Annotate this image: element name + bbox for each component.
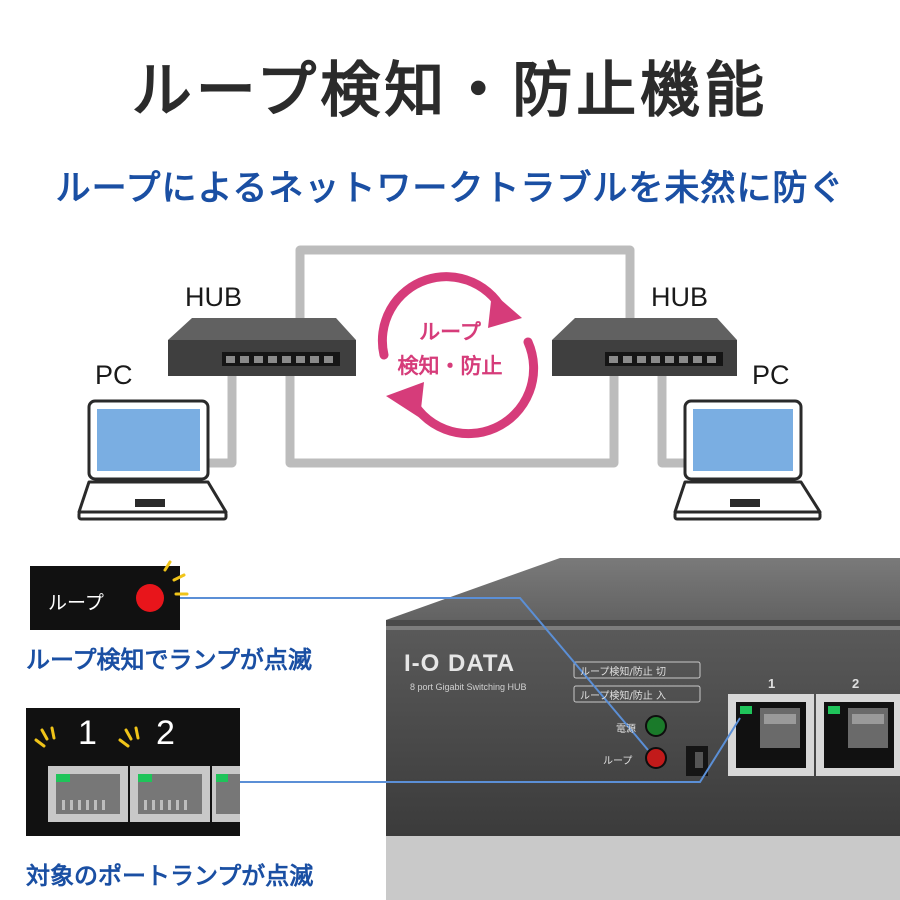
loop-led-label: ループ <box>603 756 633 767</box>
callout-leader-lines <box>180 597 741 783</box>
loop-cycle-icon <box>377 272 539 439</box>
cable-pc-left <box>208 370 237 468</box>
blink-rays-icon <box>163 560 189 596</box>
port-callout-number-1: 1 <box>78 714 97 752</box>
port-number-2: 2 <box>852 676 860 691</box>
cable-pc-right <box>657 370 688 468</box>
port-1 <box>728 694 814 776</box>
hub-left-icon <box>168 318 356 376</box>
loop-diagram <box>77 245 822 521</box>
port-caption: 対象のポートランプが点滅 <box>26 862 314 890</box>
page-subtitle: ループによるネットワークトラブルを未然に防ぐ <box>55 169 845 209</box>
port-blink-rays-icon <box>34 726 140 748</box>
device-illustration <box>26 558 900 900</box>
power-led <box>645 715 667 737</box>
loop-center-text-1: ループ <box>419 320 481 344</box>
switch-label-off: ループ検知/防止 切 <box>580 667 666 678</box>
port-callout-port-2 <box>130 766 210 822</box>
pc-right-label: PC <box>752 360 790 390</box>
hub-right-icon <box>552 318 737 376</box>
model-label: 8 port Gigabit Switching HUB <box>410 682 527 692</box>
pc-right-icon <box>673 399 822 521</box>
loop-led-caption: ループ検知でランプが点滅 <box>26 646 312 674</box>
port-2 <box>816 694 900 776</box>
port-number-1: 1 <box>768 676 776 691</box>
loop-led-red-icon <box>136 584 164 612</box>
pc-left-icon <box>77 399 228 521</box>
network-cables <box>208 245 688 468</box>
brand-logo: I-O DATA <box>404 650 516 677</box>
loop-led <box>645 747 667 769</box>
loop-arrow-head-top <box>488 292 522 328</box>
hub-right-label: HUB <box>651 282 709 312</box>
hub-left-label: HUB <box>185 282 243 312</box>
loop-arrow-head-bottom <box>386 382 424 418</box>
loop-led-callout-text: ループ <box>48 592 104 614</box>
cable-top <box>295 245 635 330</box>
switch-label-on: ループ検知/防止 入 <box>580 691 666 702</box>
page-title: ループ検知・防止機能 <box>131 56 769 126</box>
switch-front-panel <box>386 626 900 836</box>
port-callout-number-2: 2 <box>156 714 175 752</box>
cable-bottom <box>285 370 619 468</box>
power-led-label: 電源 <box>616 724 636 735</box>
pc-left-label: PC <box>95 360 133 390</box>
loop-center-text-2: 検知・防止 <box>397 354 503 378</box>
port-callout-port-1 <box>48 766 128 822</box>
